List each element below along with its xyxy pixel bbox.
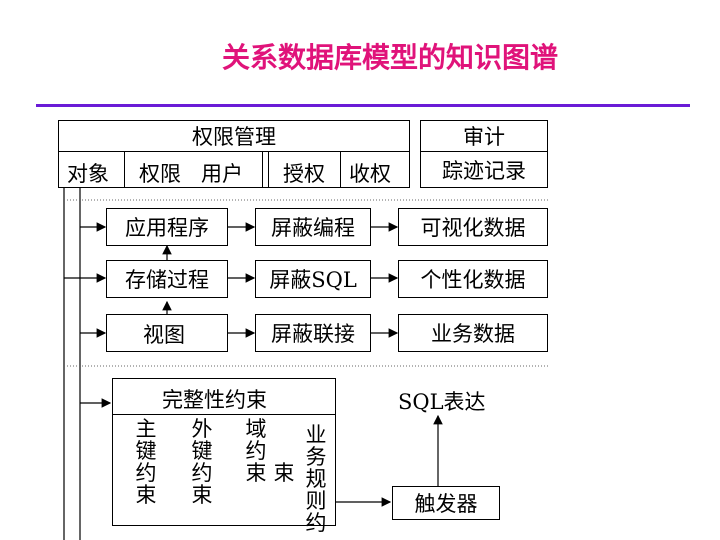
box-app-program: 应用程序 xyxy=(106,208,228,246)
box-trigger: 触发器 xyxy=(392,486,500,520)
constraint-foreign-key: 外键约束 xyxy=(191,417,213,507)
box-stored-proc: 存储过程 xyxy=(106,260,228,298)
perm-item-revoke: 收权 xyxy=(349,162,391,186)
audit-record: 踪迹记录 xyxy=(420,151,548,188)
integrity-group xyxy=(112,378,336,526)
diagram-title: 关系数据库模型的知识图谱 xyxy=(221,41,558,74)
audit-header: 审计 xyxy=(420,120,548,152)
box-mask-join: 屏蔽联接 xyxy=(255,314,371,352)
permission-header: 权限管理 xyxy=(58,120,410,152)
box-visual-data: 可视化数据 xyxy=(398,208,548,246)
perm-item-object: 对象 xyxy=(67,162,109,186)
box-mask-programming: 屏蔽编程 xyxy=(255,208,371,246)
constraint-business-rule: 业务规则约 xyxy=(305,423,327,535)
box-personal-data: 个性化数据 xyxy=(398,260,548,298)
integrity-header: 完整性约束 xyxy=(162,388,267,412)
title-divider xyxy=(36,104,690,107)
perm-item-right: 权限 xyxy=(139,162,181,186)
constraint-primary-key: 主键约束 xyxy=(135,417,157,507)
perm-item-user: 用户 xyxy=(201,162,243,186)
perm-item-grant: 授权 xyxy=(283,162,325,186)
permission-items: 对象 权限 用户 授权 收权 xyxy=(58,151,410,188)
box-mask-sql: 屏蔽SQL xyxy=(255,260,371,298)
box-view: 视图 xyxy=(106,314,228,352)
constraint-domain: 域约束 xyxy=(245,417,267,485)
constraint-extra: 束 xyxy=(273,461,295,485)
sql-expression-label: SQL表达 xyxy=(398,390,486,414)
box-business-data: 业务数据 xyxy=(398,314,548,352)
